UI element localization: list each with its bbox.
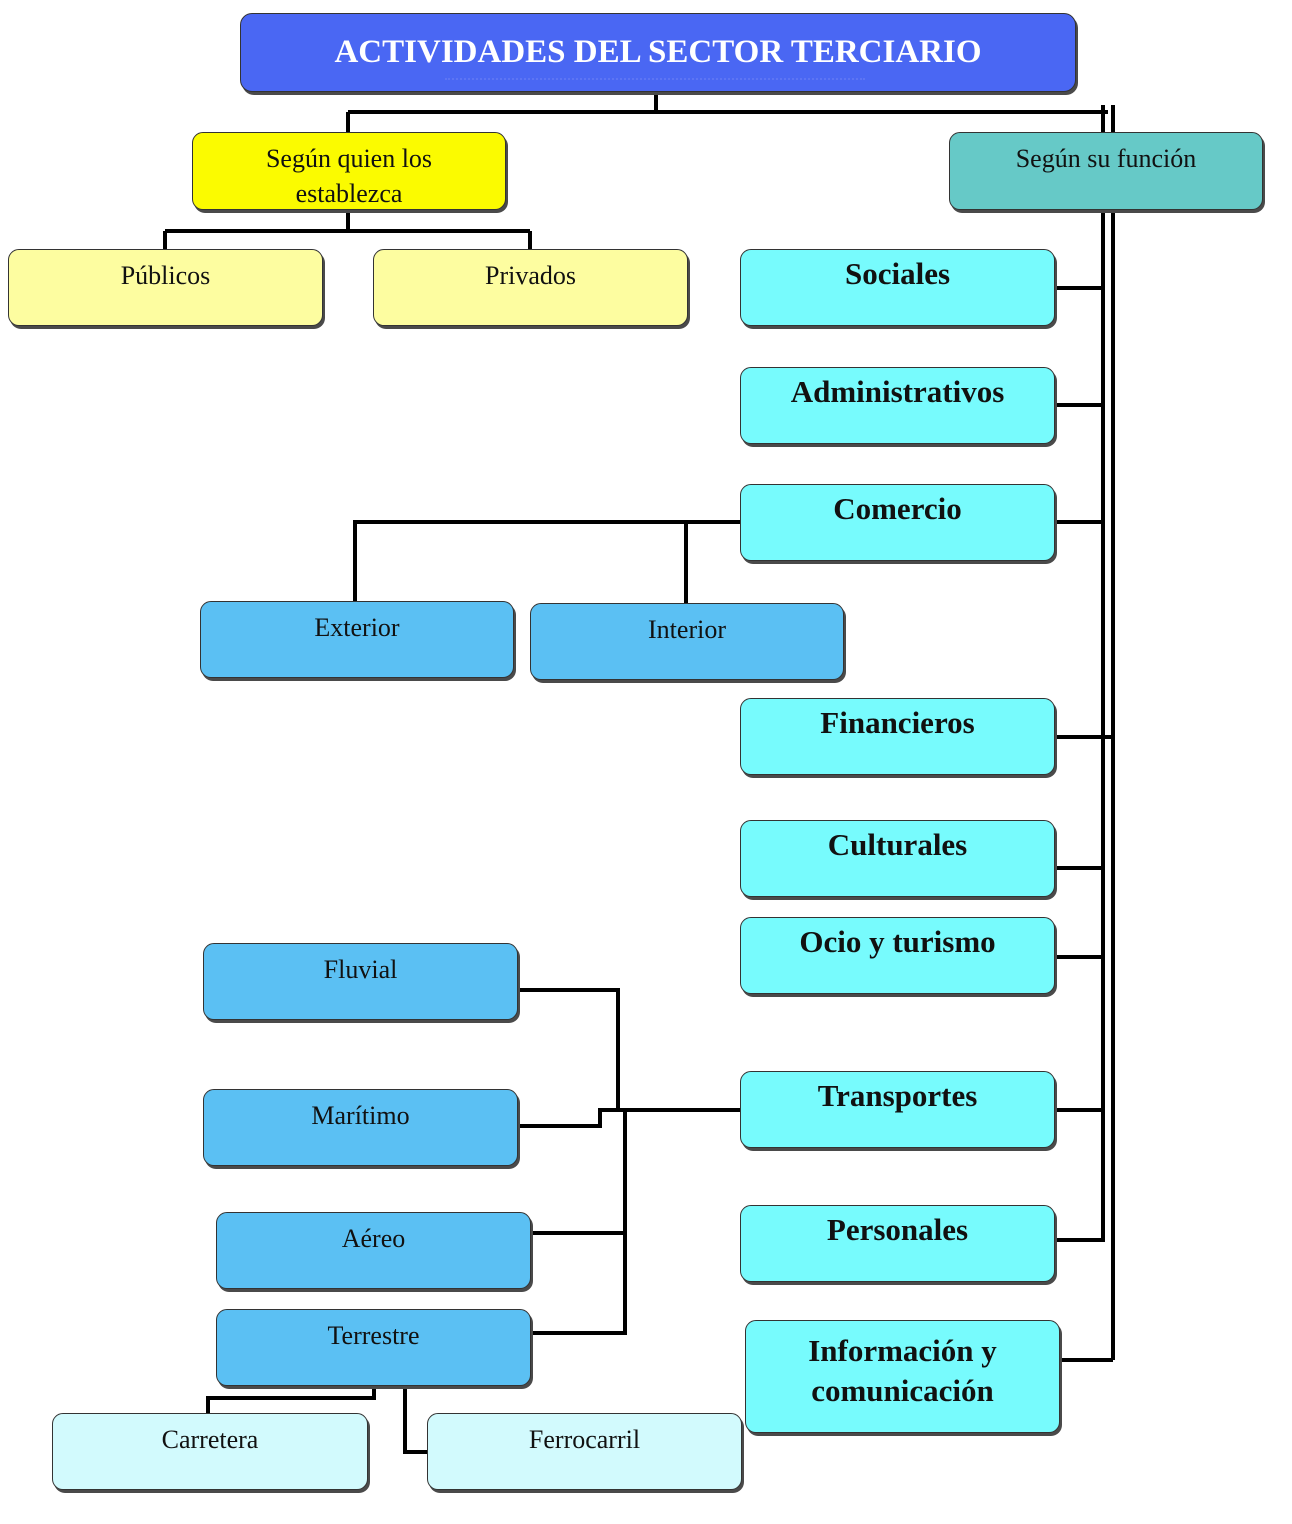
- node-maritimo-label: Marítimo: [311, 1101, 410, 1130]
- node-terrestre: Terrestre: [216, 1309, 531, 1386]
- node-maritimo: Marítimo: [203, 1089, 518, 1166]
- node-exterior-label: Exterior: [314, 613, 400, 642]
- node-privados-label: Privados: [485, 261, 576, 290]
- connector-title-trunk: [346, 92, 1108, 132]
- node-fluvial-label: Fluvial: [323, 955, 398, 984]
- node-ocio-turismo: Ocio y turismo: [740, 917, 1055, 994]
- connector-function-trunk: [1101, 105, 1115, 1360]
- diagram-title-text: ACTIVIDADES DEL SECTOR TERCIARIO: [334, 34, 982, 70]
- node-segun-quien: Según quien los establezca: [192, 132, 506, 210]
- node-financieros-label: Financieros: [820, 705, 975, 740]
- node-ocio-turismo-label: Ocio y turismo: [799, 924, 996, 959]
- node-aereo-label: Aéreo: [341, 1224, 406, 1253]
- node-segun-quien-label: Según quien los establezca: [265, 144, 433, 208]
- node-culturales-label: Culturales: [827, 827, 968, 862]
- node-terrestre-label: Terrestre: [327, 1321, 420, 1350]
- node-personales: Personales: [740, 1205, 1055, 1282]
- node-comercio: Comercio: [740, 484, 1055, 561]
- node-sociales-label: Sociales: [844, 256, 951, 291]
- node-publicos: Públicos: [8, 249, 323, 326]
- node-fluvial: Fluvial: [203, 943, 518, 1020]
- node-personales-label: Personales: [826, 1212, 969, 1247]
- node-carretera: Carretera: [52, 1413, 368, 1490]
- node-culturales: Culturales: [740, 820, 1055, 897]
- node-administrativos-label: Administrativos: [790, 374, 1005, 409]
- node-carretera-label: Carretera: [161, 1425, 259, 1454]
- connector-terrestre-children: [206, 1387, 428, 1454]
- node-sociales: Sociales: [740, 249, 1055, 326]
- node-interior: Interior: [530, 603, 844, 680]
- node-administrativos: Administrativos: [740, 367, 1055, 444]
- node-comercio-label: Comercio: [833, 491, 962, 526]
- node-interior-label: Interior: [648, 615, 726, 644]
- node-exterior: Exterior: [200, 601, 514, 678]
- node-ferrocarril: Ferrocarril: [427, 1413, 742, 1490]
- connector-comercio-children: [353, 520, 741, 603]
- node-financieros: Financieros: [740, 698, 1055, 775]
- faint-subtitle-artifact: [445, 78, 865, 92]
- connector-transportes-children: [518, 988, 741, 1335]
- node-aereo: Aéreo: [216, 1212, 531, 1289]
- node-privados: Privados: [373, 249, 688, 326]
- node-informacion-comunicacion: Información y comunicación: [745, 1320, 1060, 1433]
- node-informacion-comunicacion-label: Información y comunicación: [808, 1333, 997, 1408]
- node-ferrocarril-label: Ferrocarril: [528, 1425, 641, 1454]
- node-transportes-label: Transportes: [817, 1078, 978, 1113]
- node-segun-funcion: Según su función: [949, 132, 1263, 210]
- node-transportes: Transportes: [740, 1071, 1055, 1148]
- connector-establish-children: [163, 210, 532, 249]
- node-segun-funcion-label: Según su función: [1015, 144, 1197, 173]
- node-publicos-label: Públicos: [120, 261, 211, 290]
